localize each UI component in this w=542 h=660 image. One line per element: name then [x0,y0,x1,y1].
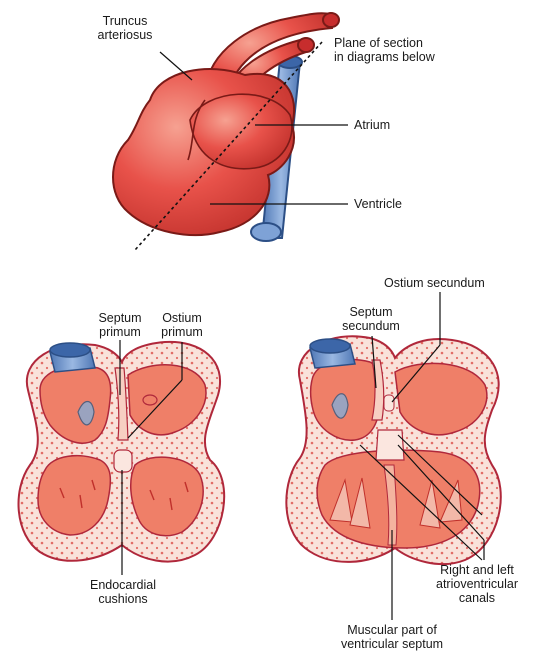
label-line: Right and left [420,563,534,577]
label-line: Muscular part of [330,623,454,637]
label-line: Truncus [92,14,158,28]
embryonic-heart-external [113,13,339,250]
label-line: primum [152,325,212,339]
label-ostium-secundum: Ostium secundum [384,276,485,290]
label-line: Atrium [354,118,390,132]
label-line: Ventricle [354,197,402,211]
label-line: Ostium secundum [384,276,485,290]
label-line: atrioventricular [420,577,534,591]
label-line: in diagrams below [334,50,435,64]
label-line: Ostium [152,311,212,325]
label-line: cushions [78,592,168,606]
label-line: secundum [336,319,406,333]
ostium-secundum-gap [384,395,394,411]
section-left [19,342,225,562]
label-truncus-arteriosus: Truncus arteriosus [92,14,158,42]
cushion-block [376,430,404,460]
label-right-left-av-canals: Right and left atrioventricular canals [420,563,534,605]
label-plane-of-section: Plane of section in diagrams below [334,36,435,64]
label-line: primum [90,325,150,339]
label-endocardial-cushions: Endocardial cushions [78,578,168,606]
label-ostium-primum: Ostium primum [152,311,212,339]
label-muscular-ventricular-septum: Muscular part of ventricular septum [330,623,454,651]
label-line: Septum [336,305,406,319]
label-line: Plane of section [334,36,435,50]
label-line: Endocardial [78,578,168,592]
label-septum-primum: Septum primum [90,311,150,339]
label-line: canals [420,591,534,605]
label-line: ventricular septum [330,637,454,651]
endocardial-cushion-shape [114,450,132,472]
label-atrium: Atrium [354,118,390,132]
label-line: arteriosus [92,28,158,42]
label-line: Septum [90,311,150,325]
section-right [286,336,500,564]
label-ventricle: Ventricle [354,197,402,211]
truncus-opening-2 [298,38,314,52]
label-septum-secundum: Septum secundum [336,305,406,333]
vein-bottom-opening [251,223,281,241]
truncus-opening-1 [323,13,339,27]
